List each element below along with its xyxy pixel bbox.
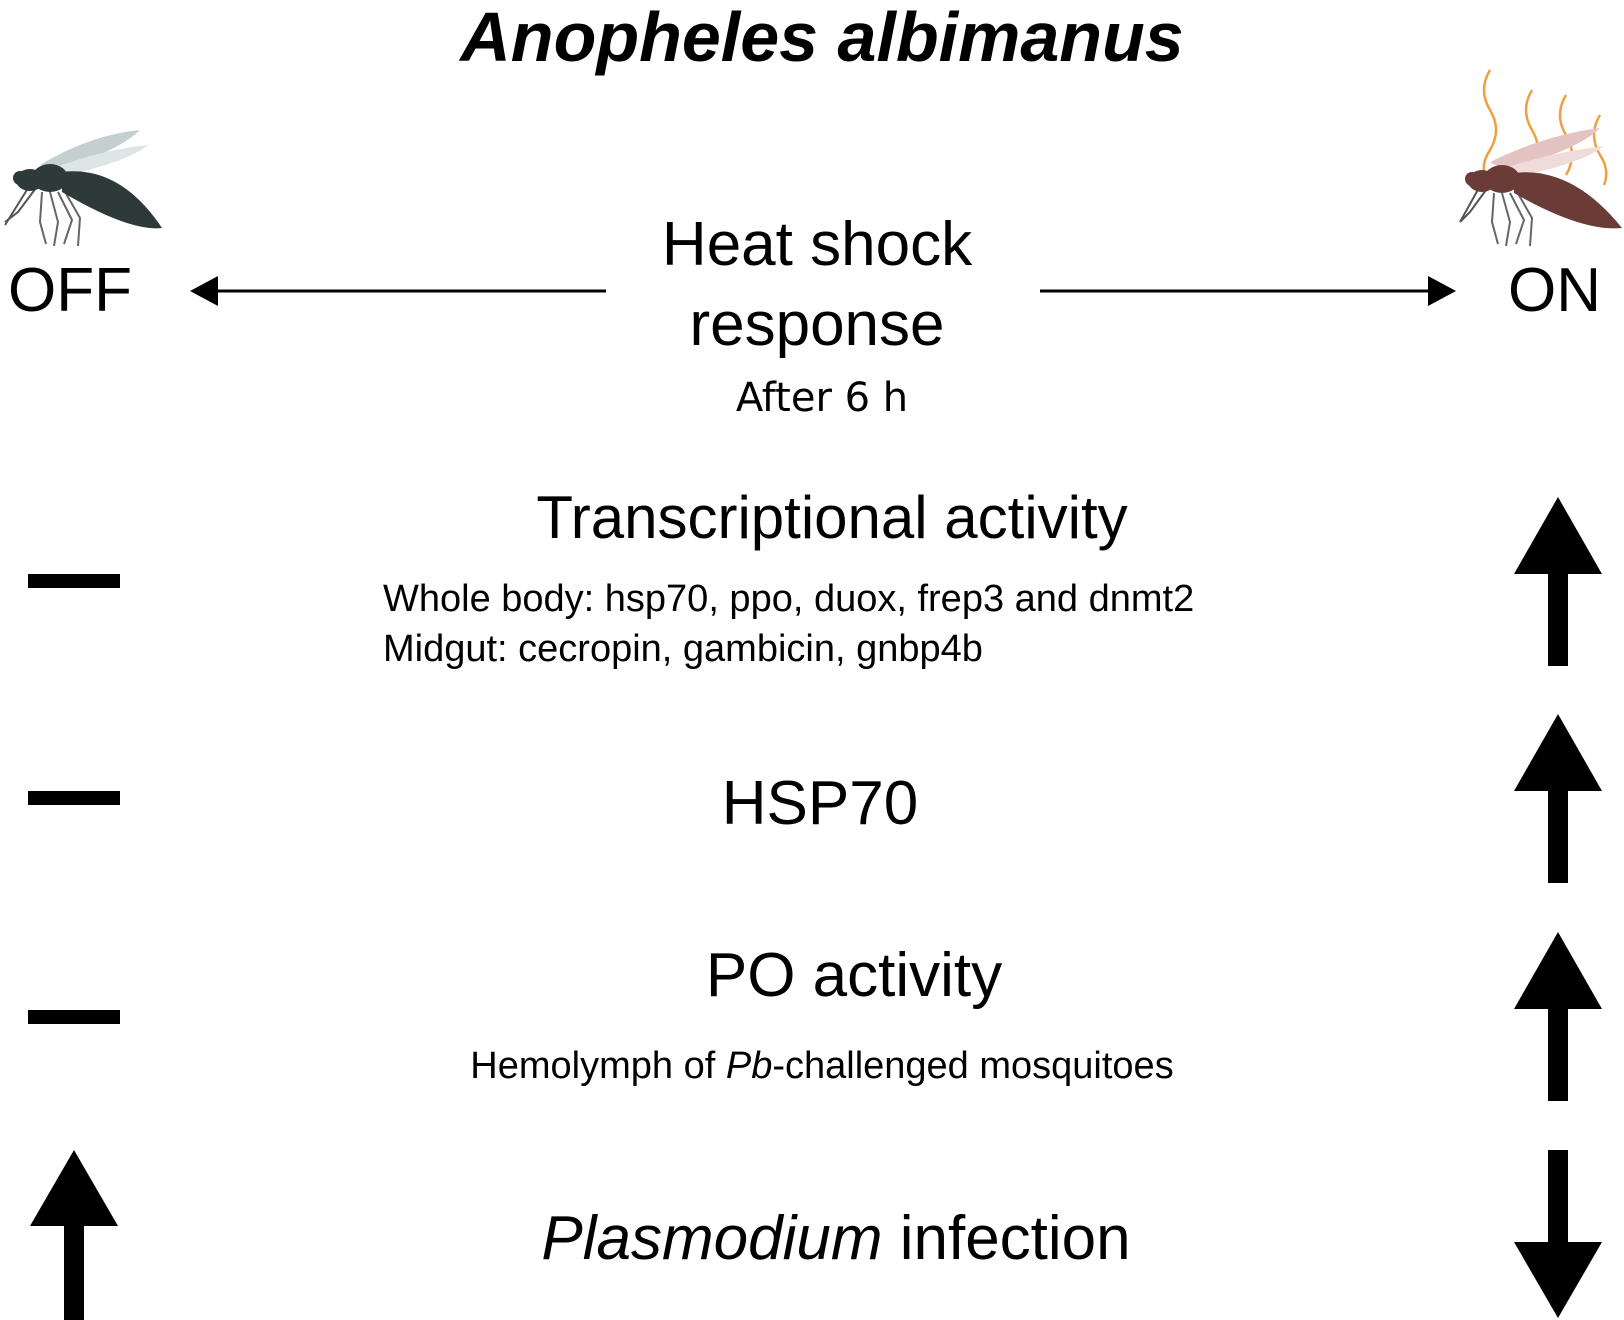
hsp70-off-dash [28, 791, 120, 805]
transcription-detail-midgut: Midgut: cecropin, gambicin, gnbp4b [383, 628, 983, 670]
heat-shock-label-line1: Heat shock [661, 210, 973, 279]
heat-shock-label-line2: response [689, 290, 945, 359]
plasmodium-heading-rest: infection [882, 1204, 1131, 1273]
po-on-up-arrow [1514, 932, 1602, 1101]
heat-shock-subtitle: After 6 h [735, 375, 909, 421]
off-state-label: OFF [8, 256, 132, 325]
mosquito-dark-icon [4, 130, 162, 247]
po-activity-detail: Hemolymph of Pb-challenged mosquitoes [470, 1047, 1173, 1085]
on-state-label: ON [1508, 256, 1601, 325]
plasmodium-heading-italic: Plasmodium [541, 1204, 883, 1273]
plasmodium-off-up-arrow [30, 1150, 118, 1320]
transcription-detail-whole-body: Whole body: hsp70, ppo, duox, frep3 and … [383, 578, 1195, 620]
transcription-on-up-arrow [1514, 497, 1602, 666]
hsp70-heading: HSP70 [721, 769, 919, 838]
on-direction-arrow [1040, 276, 1456, 306]
hsp70-on-up-arrow [1514, 714, 1602, 883]
po-detail-prefix: Hemolymph of [470, 1045, 726, 1087]
po-detail-rest: -challenged mosquitoes [772, 1045, 1174, 1087]
off-direction-arrow [190, 276, 606, 306]
diagram-title: Anopheles albimanus [460, 0, 1184, 76]
po-off-dash [28, 1010, 120, 1024]
transcription-off-dash [28, 574, 120, 588]
po-detail-italic: Pb [725, 1045, 773, 1087]
po-activity-heading: PO activity [705, 941, 1003, 1010]
plasmodium-on-down-arrow [1514, 1150, 1602, 1318]
plasmodium-heading: Plasmodium infection [541, 1208, 1130, 1270]
mosquito-heated-icon [1459, 69, 1622, 247]
transcription-heading: Transcriptional activity [536, 484, 1128, 551]
